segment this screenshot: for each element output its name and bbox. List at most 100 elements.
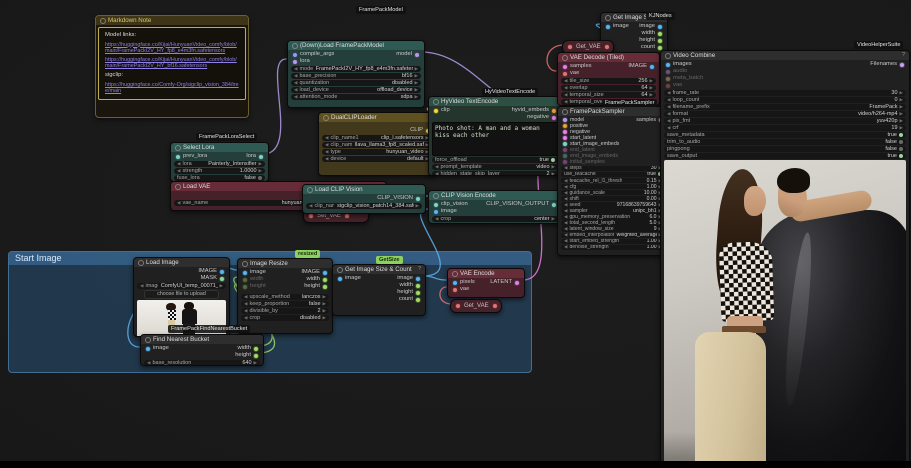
decrement-arrow-icon[interactable]: ◀ xyxy=(564,208,568,213)
hyvid_embeds-output-slot[interactable]: hyvid_embeds xyxy=(512,107,557,114)
IMAGE-output-slot[interactable]: IMAGE xyxy=(198,268,225,275)
clip_name-widget[interactable]: ◀clip_namesigclip_vision_patch14_384.saf… xyxy=(306,203,422,209)
image-widget[interactable]: ◀imageComfyUI_temp_00071_.png▶ xyxy=(137,283,226,289)
increment-arrow-icon[interactable]: ▶ xyxy=(551,164,555,169)
increment-arrow-icon[interactable]: ▶ xyxy=(219,283,223,288)
count-output-slot[interactable]: count xyxy=(641,44,663,51)
image-input-slot[interactable]: image xyxy=(337,275,361,282)
video-preview-image[interactable] xyxy=(664,160,906,461)
decrement-arrow-icon[interactable]: ◀ xyxy=(435,164,439,169)
load-image-node[interactable]: Load ImageIMAGEMASK◀imageComfyUI_temp_00… xyxy=(133,257,230,337)
decrement-arrow-icon[interactable]: ◀ xyxy=(294,66,298,71)
load-vae-titlebar[interactable]: Load VAE xyxy=(171,182,386,191)
decrement-arrow-icon[interactable]: ◀ xyxy=(564,238,568,244)
decrement-arrow-icon[interactable]: ◀ xyxy=(309,203,313,208)
vae-decode-tiled-titlebar[interactable]: VAE Decode (Tiled) xyxy=(558,53,659,62)
get-vae-bottom-node[interactable]: Get_VAE xyxy=(450,299,502,313)
decrement-arrow-icon[interactable]: ◀ xyxy=(667,97,671,102)
load-image-titlebar[interactable]: Load Image xyxy=(134,258,229,267)
decrement-arrow-icon[interactable]: ◀ xyxy=(564,220,568,226)
dual-clip-loader-titlebar[interactable]: DualCLIPLoader xyxy=(319,113,435,122)
video-combine-titlebar[interactable]: Video Combine? xyxy=(661,51,909,60)
decrement-arrow-icon[interactable]: ◀ xyxy=(325,135,329,140)
increment-arrow-icon[interactable]: ▶ xyxy=(415,203,419,208)
increment-arrow-icon[interactable]: ▶ xyxy=(649,78,653,83)
find-nearest-bucket-titlebar[interactable]: Find Nearest Bucket xyxy=(141,335,263,344)
toggle-dot-icon[interactable] xyxy=(899,147,903,151)
decrement-arrow-icon[interactable]: ◀ xyxy=(564,190,568,195)
height-output-slot[interactable]: height xyxy=(639,37,663,44)
initial_samples-input-slot[interactable]: initial_samples xyxy=(562,159,605,165)
decrement-arrow-icon[interactable]: ◀ xyxy=(564,92,568,97)
decrement-arrow-icon[interactable]: ◀ xyxy=(667,111,671,116)
decrement-arrow-icon[interactable]: ◀ xyxy=(667,104,671,109)
help-icon[interactable]: ? xyxy=(417,266,421,272)
CLIP_VISION-output-slot[interactable]: CLIP_VISION xyxy=(377,195,421,202)
increment-arrow-icon[interactable]: ▶ xyxy=(899,125,903,130)
samples-input-slot[interactable]: samples xyxy=(562,63,592,70)
toggle-dot-icon[interactable] xyxy=(899,133,903,137)
start_latent-input-slot[interactable]: start_latent xyxy=(562,135,596,141)
load-clip-vision-node[interactable]: Load CLIP VisionCLIP_VISION◀clip_namesig… xyxy=(302,184,426,214)
vae-encode-titlebar[interactable]: VAE Encode xyxy=(448,269,524,278)
model-input-slot[interactable]: model xyxy=(562,117,584,123)
increment-arrow-icon[interactable]: ▶ xyxy=(414,80,418,85)
pixels-input-slot[interactable]: pixels xyxy=(452,279,475,286)
decrement-arrow-icon[interactable]: ◀ xyxy=(564,202,568,207)
Filenames-output-slot[interactable]: Filenames xyxy=(870,61,905,68)
decrement-arrow-icon[interactable]: ◀ xyxy=(294,73,298,78)
vae-input-slot[interactable]: vae xyxy=(452,286,469,293)
increment-arrow-icon[interactable]: ▶ xyxy=(414,87,418,92)
increment-arrow-icon[interactable]: ▶ xyxy=(322,301,326,306)
decrement-arrow-icon[interactable]: ◀ xyxy=(564,196,568,201)
clip_name2-widget[interactable]: ◀clip_name2llava_llama3_fp8_scaled.safet… xyxy=(322,142,432,148)
IMAGE-output-slot[interactable]: IMAGE xyxy=(301,269,328,276)
decrement-arrow-icon[interactable]: ◀ xyxy=(667,118,671,123)
increment-arrow-icon[interactable]: ▶ xyxy=(253,360,257,365)
get-vae-top-node[interactable]: Get_VAE xyxy=(562,40,614,54)
decrement-arrow-icon[interactable]: ◀ xyxy=(564,85,568,90)
decrement-arrow-icon[interactable]: ◀ xyxy=(294,94,298,99)
negative-output-slot[interactable]: negative xyxy=(527,114,557,121)
lora-select-titlebar[interactable]: Select Lora xyxy=(171,143,268,152)
increment-arrow-icon[interactable]: ▶ xyxy=(899,97,903,102)
vae-input-slot[interactable]: vae xyxy=(562,70,579,77)
image-input-slot[interactable]: image xyxy=(605,23,629,30)
images-input-slot[interactable]: images xyxy=(665,61,692,68)
meta_batch-input-slot[interactable]: meta_batch xyxy=(665,75,703,82)
end_latent-input-slot[interactable]: end_latent xyxy=(562,147,595,153)
